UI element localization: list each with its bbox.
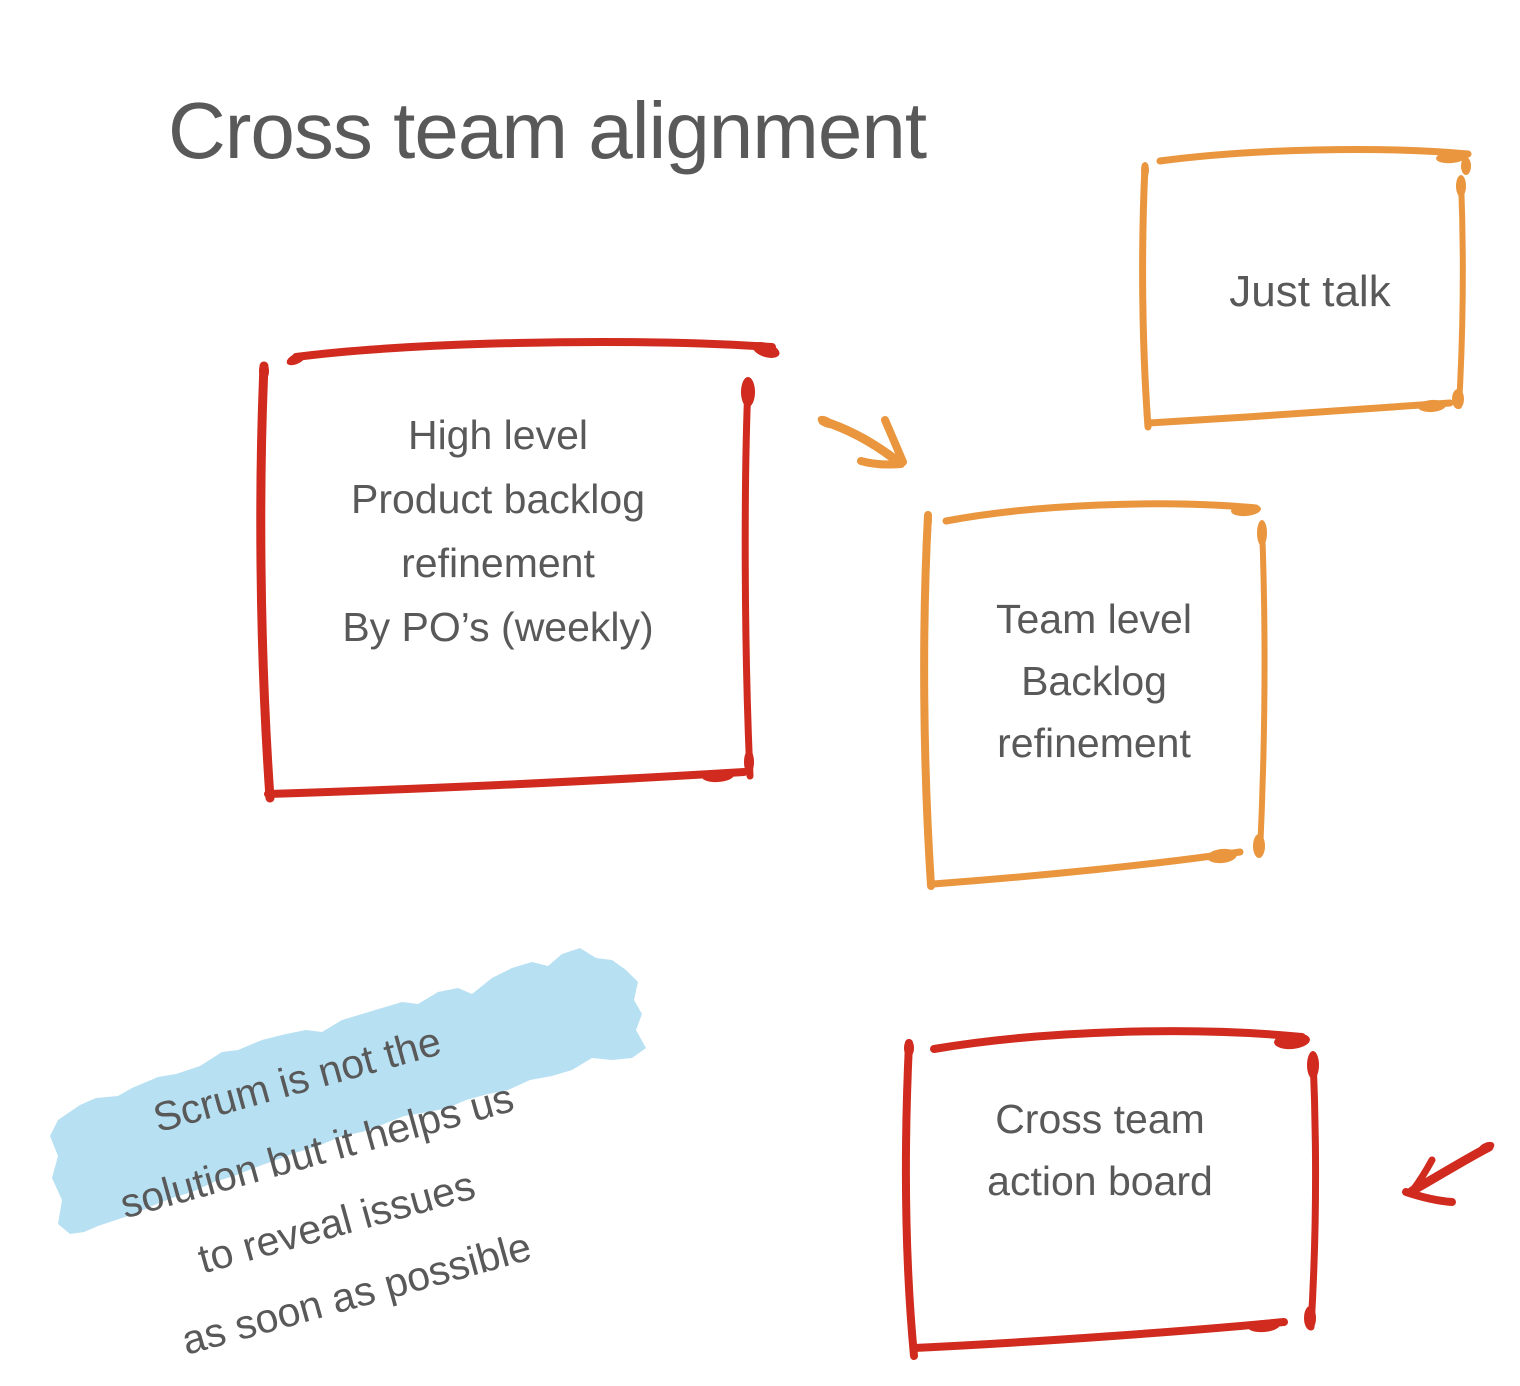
orange-arrow-icon xyxy=(817,415,907,469)
box-label-line: High level xyxy=(407,412,589,458)
cross-team-action-board-box-outline xyxy=(902,1027,1319,1360)
box-label-line: refinement xyxy=(997,720,1191,766)
just-talk-box-outline xyxy=(1139,146,1472,431)
just-talk-box-label: Just talk xyxy=(1150,262,1470,322)
box-label-line: Just talk xyxy=(1229,267,1391,316)
box-label-line: refinement xyxy=(401,540,595,586)
note-highlight-swash xyxy=(50,948,646,1234)
box-label-line: action board xyxy=(987,1158,1213,1204)
box-label-line: Team level xyxy=(996,596,1192,642)
red-arrow-icon xyxy=(1402,1141,1495,1206)
team-level-box-outline xyxy=(920,500,1268,890)
high-level-box-outline xyxy=(256,338,780,803)
high-level-box-label: High level Product backlog refinement By… xyxy=(268,403,728,659)
cross-team-action-board-box-label: Cross team action board xyxy=(870,1088,1330,1212)
team-level-box-label: Team level Backlog refinement xyxy=(914,588,1274,774)
box-label-line: Product backlog xyxy=(350,476,645,522)
box-label-line: By PO’s (weekly) xyxy=(342,604,654,650)
box-label-line: Backlog xyxy=(1021,658,1167,704)
slide-title: Cross team alignment xyxy=(168,86,927,175)
box-label-line: Cross team xyxy=(995,1096,1205,1142)
